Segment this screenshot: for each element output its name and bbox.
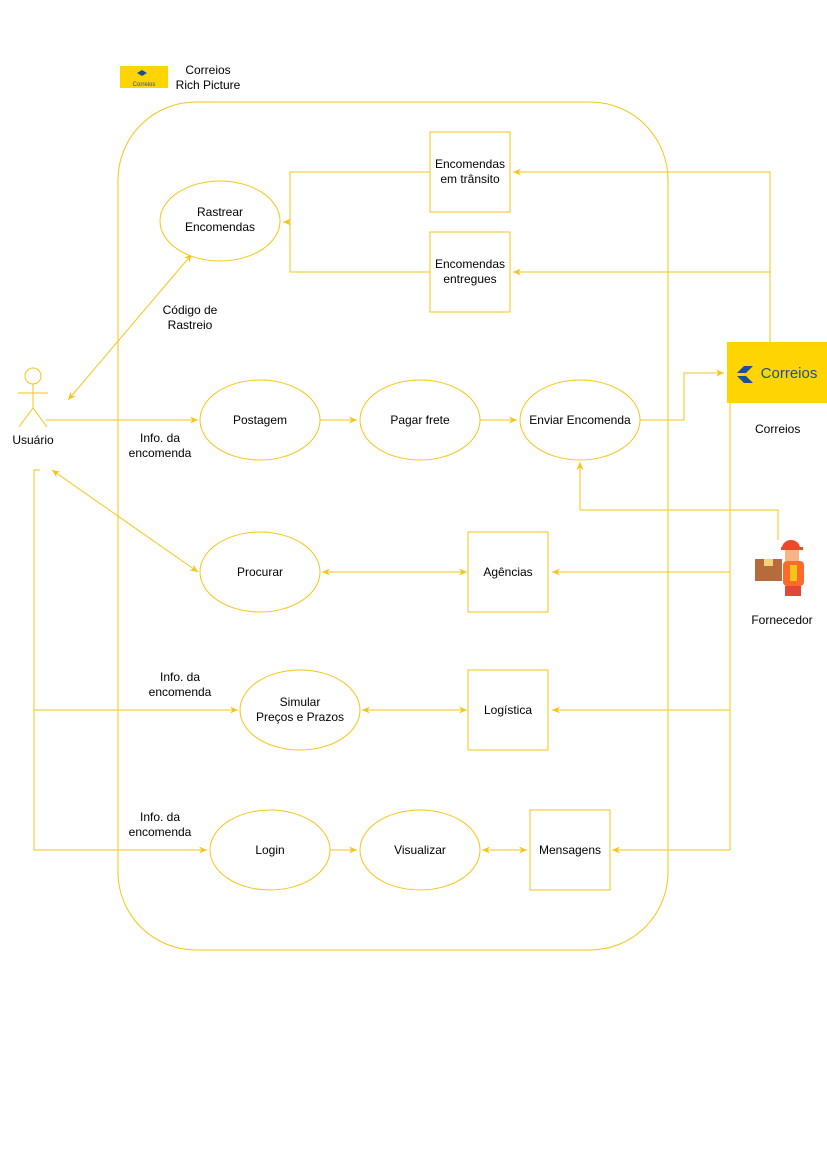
simular-label-1: Simular	[280, 695, 321, 709]
mensagens-label: Mensagens	[539, 843, 601, 857]
info-encomenda-2-label-1: Info. da	[160, 670, 200, 684]
enviar-encomenda-label: Enviar Encomenda	[529, 413, 631, 427]
usecase-procurar	[199, 531, 321, 613]
box-encomendas-entregues	[429, 231, 511, 313]
diagram-title-line2: Rich Picture	[176, 78, 241, 92]
header-logo: Correios	[120, 66, 168, 88]
usuario-actor-icon	[18, 367, 48, 428]
visualizar-label: Visualizar	[394, 843, 446, 857]
box-logistica	[467, 669, 549, 751]
logistica-label: Logística	[484, 703, 532, 717]
diagram-title-line1: Correios	[185, 63, 230, 77]
procurar-label: Procurar	[237, 565, 283, 579]
usecase-postagem	[199, 379, 321, 461]
transito-label-1: Encomendas	[435, 157, 505, 171]
rastrear-label-2: Encomendas	[185, 220, 255, 234]
pagar-frete-label: Pagar frete	[390, 413, 450, 427]
info-encomenda-3-label-2: encomenda	[129, 825, 192, 839]
correios-logo: Correios	[727, 342, 827, 403]
codigo-rastreio-label-1: Código de	[163, 303, 218, 317]
simular-label-2: Preços e Prazos	[256, 710, 344, 724]
login-label: Login	[255, 843, 284, 857]
edge-transito-rastrear	[283, 171, 430, 226]
usecase-simular	[239, 669, 361, 751]
entregues-label-2: entregues	[443, 272, 496, 286]
fornecedor-label: Fornecedor	[751, 613, 812, 627]
usecase-rastrear-encomendas	[159, 180, 281, 262]
correios-label: Correios	[755, 422, 800, 436]
edge-usuario-procurar	[51, 469, 199, 573]
svg-text:Correios: Correios	[761, 365, 818, 382]
agencias-label: Agências	[483, 565, 532, 579]
usecase-login	[209, 809, 331, 891]
usuario-label: Usuário	[12, 433, 54, 447]
entregues-label-1: Encomendas	[435, 257, 505, 271]
postagem-label: Postagem	[233, 413, 287, 427]
edge-enviar-correios	[640, 369, 724, 421]
info-encomenda-2-label-2: encomenda	[149, 685, 212, 699]
edge-correios-transito	[513, 168, 771, 342]
connectors	[33, 168, 779, 854]
edge-usuario-login	[33, 469, 207, 854]
info-encomenda-3-label-1: Info. da	[140, 810, 180, 824]
box-agencias	[467, 531, 549, 613]
usecase-visualizar	[359, 809, 481, 891]
transito-label-2: em trânsito	[440, 172, 500, 186]
info-encomenda-1-label-1: Info. da	[140, 431, 180, 445]
box-encomendas-transito	[429, 131, 511, 213]
svg-text:Correios: Correios	[133, 82, 156, 88]
edge-entregues-rastrear	[289, 222, 430, 273]
info-encomenda-1-label-2: encomenda	[129, 446, 192, 460]
box-mensagens	[529, 809, 611, 891]
fornecedor-delivery-icon	[755, 540, 804, 596]
codigo-rastreio-label-2: Rastreio	[168, 318, 213, 332]
usecase-pagar-frete	[359, 379, 481, 461]
usecase-enviar-encomenda	[519, 379, 641, 461]
rastrear-label-1: Rastrear	[197, 205, 243, 219]
edge-fornecedor-enviar	[576, 462, 779, 540]
edge-usuario-rastrear	[67, 253, 193, 401]
